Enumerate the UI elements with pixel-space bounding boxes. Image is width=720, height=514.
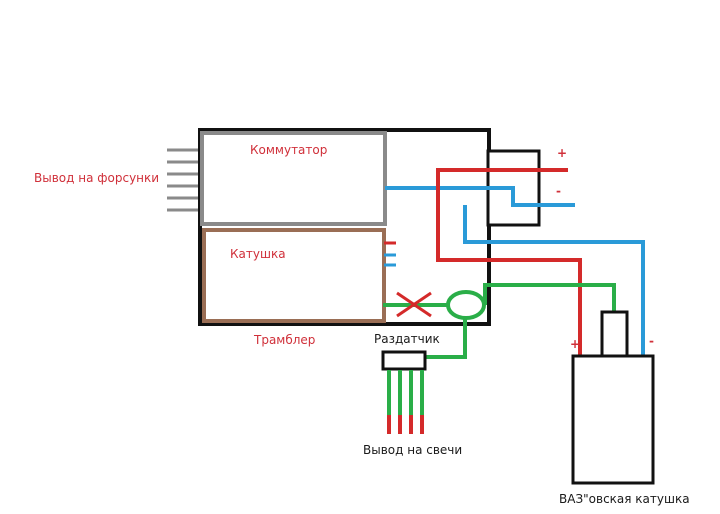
blue-wires xyxy=(385,186,645,357)
rotor-contact xyxy=(446,290,486,320)
distributor-label: Трамблер xyxy=(254,333,316,347)
injector-output-label: Вывод на форсунки xyxy=(34,171,160,185)
splitter-box xyxy=(381,350,427,371)
coil-terminals xyxy=(384,241,396,267)
vaz-coil-label: ВАЗ"овская катушка xyxy=(559,492,690,506)
cross-mark xyxy=(396,291,432,318)
minus-coil-sign: - xyxy=(649,334,654,348)
distributor-frame xyxy=(198,128,491,326)
splitter-label: Раздатчик xyxy=(374,332,440,346)
minus-top-sign: - xyxy=(556,184,561,198)
vaz-coil-body xyxy=(571,354,655,485)
red-wires xyxy=(436,168,582,357)
commutator-label: Коммутатор xyxy=(250,143,328,157)
coil-label: Катушка xyxy=(230,247,286,261)
plus-top-sign: + xyxy=(557,146,568,160)
internal-coil-box xyxy=(202,228,386,323)
spark-plug-leads xyxy=(387,370,424,434)
commutator-box xyxy=(200,131,387,226)
plus-coil-sign: + xyxy=(570,337,581,351)
plug-output-label: Вывод на свечи xyxy=(363,443,463,457)
vaz-coil-terminal xyxy=(600,310,629,358)
